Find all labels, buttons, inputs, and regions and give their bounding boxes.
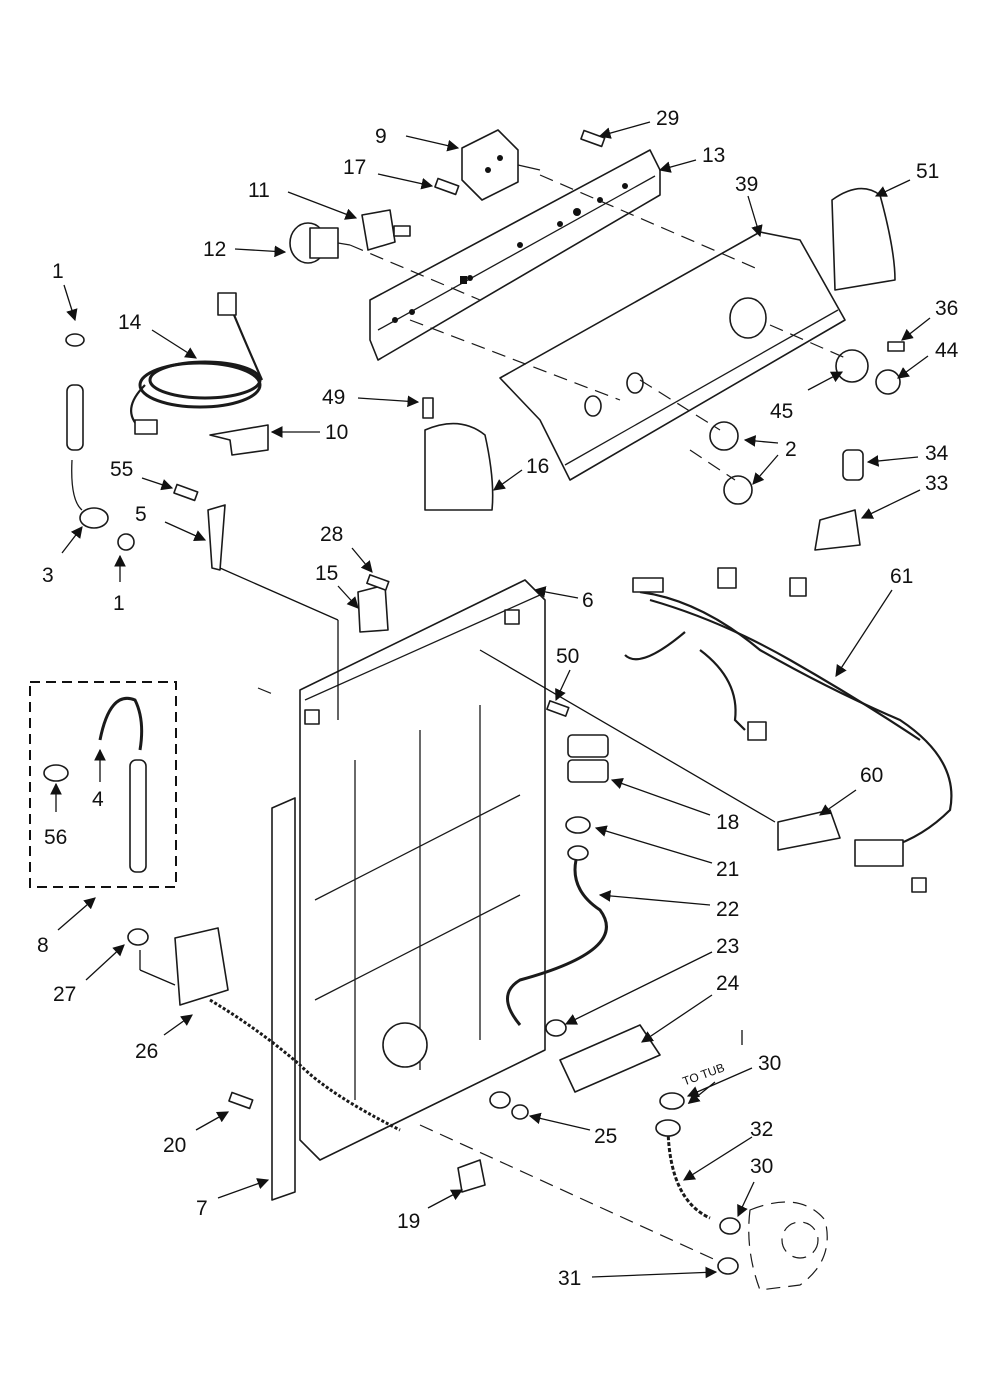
- washer-1: [65, 333, 85, 347]
- callout-label: 45: [770, 400, 793, 423]
- callout-label: 17: [343, 156, 366, 179]
- callout-label: 20: [163, 1134, 186, 1157]
- power-cord: [130, 292, 264, 435]
- kit-box-8: [29, 681, 177, 888]
- callout-label: 7: [196, 1197, 208, 1220]
- callout-label: 55: [110, 458, 133, 481]
- bracket-24: [559, 1024, 661, 1093]
- callout-label: 60: [860, 764, 883, 787]
- callout-label: 30: [758, 1052, 781, 1075]
- callout-label: 34: [925, 442, 949, 465]
- clamp-21: [565, 816, 591, 834]
- bracket-33: [814, 509, 861, 551]
- end-cap-right: [831, 187, 896, 291]
- drain-hose-32: [655, 1119, 711, 1220]
- pump-bracket-26: [174, 927, 229, 1006]
- screw-36: [887, 341, 905, 352]
- end-cap-left: [424, 422, 494, 511]
- bracket-60: [777, 809, 841, 851]
- clamp-56: [43, 764, 69, 782]
- control-bracket-rail: [369, 149, 661, 361]
- callout-label: 33: [925, 472, 948, 495]
- callout-label: 16: [526, 455, 549, 478]
- mounting-plate: [461, 129, 541, 201]
- callout-label: 27: [53, 983, 76, 1006]
- screw-29: [580, 129, 606, 148]
- spring-hose: [209, 998, 401, 1132]
- callout-label: 19: [397, 1210, 420, 1233]
- callout-label: 26: [135, 1040, 158, 1063]
- clamp-27: [127, 928, 149, 946]
- callout-label: 30: [750, 1155, 773, 1178]
- knob-44: [875, 369, 901, 395]
- callout-label: 51: [916, 160, 939, 183]
- callout-label: 4: [92, 788, 104, 811]
- wire-harness-61: [624, 567, 953, 893]
- callout-label: 25: [594, 1125, 617, 1148]
- timer: [289, 222, 351, 264]
- callout-label: 61: [890, 565, 913, 588]
- knob-2b: [723, 475, 753, 505]
- drain-hose-4: [98, 697, 147, 873]
- callout-label: 29: [656, 107, 679, 130]
- screw-55: [173, 483, 199, 502]
- callout-label: 8: [37, 934, 49, 957]
- clamp-23: [545, 1019, 567, 1037]
- console-panel: [499, 231, 846, 481]
- bracket-15: [357, 584, 389, 633]
- clamp-30a: [659, 1092, 685, 1110]
- callout-label: 11: [248, 179, 270, 202]
- callout-label: 50: [556, 645, 579, 668]
- knob-2a: [709, 421, 739, 451]
- callout-label: 44: [935, 339, 959, 362]
- to-tub-annotation: TO TUB: [681, 1060, 727, 1088]
- callout-label: 12: [203, 238, 226, 261]
- callout-label: 3: [42, 564, 54, 587]
- callout-label: 9: [375, 125, 387, 148]
- callout-label: 5: [135, 503, 147, 526]
- callout-label: 36: [935, 297, 958, 320]
- callout-label: 21: [716, 858, 739, 881]
- part-19: [457, 1159, 486, 1193]
- water-valve-18: [567, 734, 609, 783]
- knob-45: [835, 349, 869, 383]
- bracket-10: [209, 424, 269, 456]
- callout-label: 23: [716, 935, 739, 958]
- callout-label: 28: [320, 523, 343, 546]
- callout-label: 14: [118, 311, 142, 334]
- screw-49: [422, 397, 434, 419]
- pump-outline: [748, 1201, 828, 1291]
- callout-label: 39: [735, 173, 758, 196]
- callout-label: 32: [750, 1118, 773, 1141]
- callout-label: 18: [716, 811, 739, 834]
- callout-label: 10: [325, 421, 348, 444]
- callout-label: 1: [52, 260, 64, 283]
- callout-label: 6: [582, 589, 594, 612]
- callout-label: 1: [113, 592, 125, 615]
- plug-25: [489, 1091, 529, 1120]
- callout-label: 24: [716, 972, 740, 995]
- callout-label: 49: [322, 386, 345, 409]
- callout-label: 22: [716, 898, 739, 921]
- screw-17: [434, 177, 460, 196]
- bracket-5: [207, 504, 226, 571]
- callout-label: 31: [558, 1267, 581, 1290]
- corner-strip-7: [271, 797, 296, 1201]
- inlet-hose-3: [66, 384, 135, 551]
- capacitor-34: [842, 449, 864, 481]
- screw-50: [546, 700, 570, 717]
- screw-20: [228, 1091, 254, 1110]
- callout-label: 2: [785, 438, 797, 461]
- callout-label: 13: [702, 144, 725, 167]
- rotary-switch: [361, 209, 411, 251]
- callout-label: 56: [44, 826, 67, 849]
- cabinet-rear-panel: [299, 579, 546, 1161]
- clamp-30b: [719, 1217, 741, 1235]
- callout-label: 15: [315, 562, 338, 585]
- screw-28: [366, 574, 390, 591]
- clamp-31: [717, 1257, 739, 1275]
- hose-22: [506, 845, 608, 1026]
